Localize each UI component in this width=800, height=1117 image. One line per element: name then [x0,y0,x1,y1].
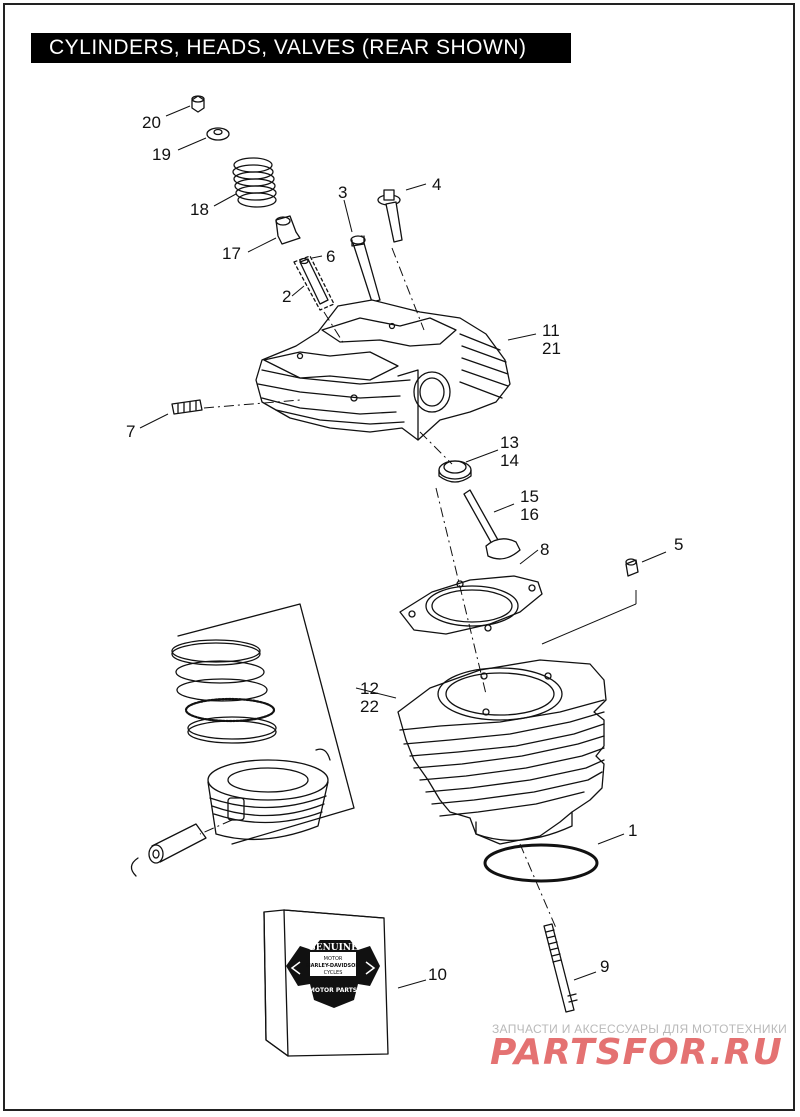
part-head-stud [171,399,203,415]
part-cylinder-head [255,299,511,441]
callout-20: 20 [142,113,161,132]
callout-10: 10 [428,965,447,984]
part-intake-valve [350,235,381,303]
callout-15: 15 [520,487,539,506]
leader-lines [139,105,667,989]
callout-4: 4 [432,175,441,194]
callout-16: 16 [520,505,539,524]
callout-3: 3 [338,183,347,202]
diagram-title: CYLINDERS, HEADS, VALVES (REAR SHOWN) [31,33,571,63]
logo-brand-text: HARLEY-DAVIDSON [306,963,359,969]
callout-5: 5 [674,535,683,554]
part-piston-pin [148,823,207,864]
callout-labels: 20 19 18 17 2 6 3 4 7 11 21 13 14 15 16 … [126,113,683,984]
part-valve-keeper [191,95,205,113]
part-dowel [625,558,639,577]
callout-9: 9 [600,957,609,976]
watermark-brand: PARTSFOR.RU [490,1032,783,1073]
callout-13: 13 [500,433,519,452]
diagram-frame [3,3,795,1111]
part-head-gasket [399,575,543,635]
part-valve-spring [232,157,277,208]
part-piston-pin-clip-left [130,857,139,877]
callout-1: 1 [628,821,637,840]
part-cylinder-stud [543,923,578,1013]
callout-22: 22 [360,697,379,716]
logo-motor-parts-text: MOTOR PARTS [309,987,357,994]
part-piston-pin-clip-right [315,748,331,761]
callout-2: 2 [282,287,291,306]
callout-11: 11 [542,321,560,340]
part-piston-rings [171,639,277,744]
watermark-caption: ЗАПЧАСТИ И АКСЕССУАРЫ ДЛЯ МОТОТЕХНИКИ [492,1022,788,1036]
part-spring-retainer [206,127,230,141]
part-valve-seat [438,460,472,483]
part-valve-seal [275,215,301,245]
callout-21: 21 [542,339,561,358]
callout-8: 8 [540,540,549,559]
callout-19: 19 [152,145,171,164]
callout-14: 14 [500,451,519,470]
callout-18: 18 [190,200,209,219]
centre-lines [199,247,557,929]
part-o-ring [483,843,599,883]
part-exhaust-valve [463,489,521,560]
logo-genuine-text: GENUINE [308,943,358,953]
part-piston [207,759,329,841]
part-cylinder [397,659,607,845]
callout-7: 7 [126,422,135,441]
part-valve-guide [293,255,335,311]
logo-motor-text: MOTOR [324,956,343,962]
callout-12: 12 [360,679,379,698]
part-exhaust-valve-stem [377,189,403,243]
logo-cycles-text: CYCLES [324,970,343,976]
logo-shield [286,940,380,1008]
callout-6: 6 [326,247,335,266]
callout-17: 17 [222,244,241,263]
piston-kit-bracket [177,603,355,845]
